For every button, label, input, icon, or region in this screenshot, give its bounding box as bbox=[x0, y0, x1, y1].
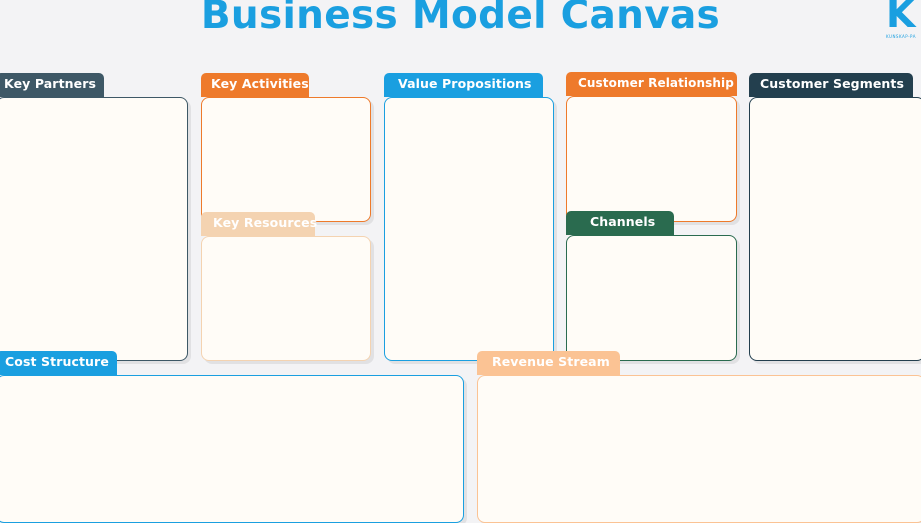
revenue-stream-block: Revenue Stream bbox=[477, 351, 921, 523]
logo-mark: K bbox=[886, 0, 916, 36]
customer-relationship-box[interactable] bbox=[566, 96, 737, 222]
customer-segments-block: Customer Segments bbox=[749, 73, 921, 361]
cost-structure-label: Cost Structure bbox=[0, 351, 117, 375]
key-partners-label: Key Partners bbox=[0, 73, 104, 97]
logo-subtext: KUNSKAP-PA bbox=[886, 34, 916, 39]
customer-relationship-block: Customer Relationship bbox=[566, 72, 737, 222]
customer-segments-box[interactable] bbox=[749, 97, 921, 361]
revenue-stream-label: Revenue Stream bbox=[477, 351, 620, 375]
key-resources-box[interactable] bbox=[201, 236, 371, 361]
key-partners-block: Key Partners bbox=[0, 73, 188, 361]
customer-relationship-label: Customer Relationship bbox=[566, 72, 737, 96]
channels-box[interactable] bbox=[566, 235, 737, 361]
key-resources-block: Key Resources bbox=[201, 212, 371, 361]
page-title: Business Model Canvas bbox=[200, 0, 721, 38]
cost-structure-box[interactable] bbox=[0, 375, 464, 523]
key-partners-box[interactable] bbox=[0, 97, 188, 361]
customer-segments-label: Customer Segments bbox=[749, 73, 913, 97]
channels-block: Channels bbox=[566, 211, 737, 361]
key-resources-label: Key Resources bbox=[201, 212, 317, 236]
value-propositions-box[interactable] bbox=[384, 97, 554, 361]
cost-structure-block: Cost Structure bbox=[0, 351, 464, 523]
channels-label: Channels bbox=[566, 211, 674, 235]
kunskap-logo: K KUNSKAP-PA bbox=[884, 0, 921, 42]
value-propositions-block: Value Propositions bbox=[384, 73, 554, 361]
revenue-stream-box[interactable] bbox=[477, 375, 921, 523]
key-activities-box[interactable] bbox=[201, 97, 371, 222]
key-activities-label: Key Activities bbox=[201, 73, 309, 97]
key-activities-block: Key Activities bbox=[201, 73, 371, 222]
value-propositions-label: Value Propositions bbox=[384, 73, 543, 97]
